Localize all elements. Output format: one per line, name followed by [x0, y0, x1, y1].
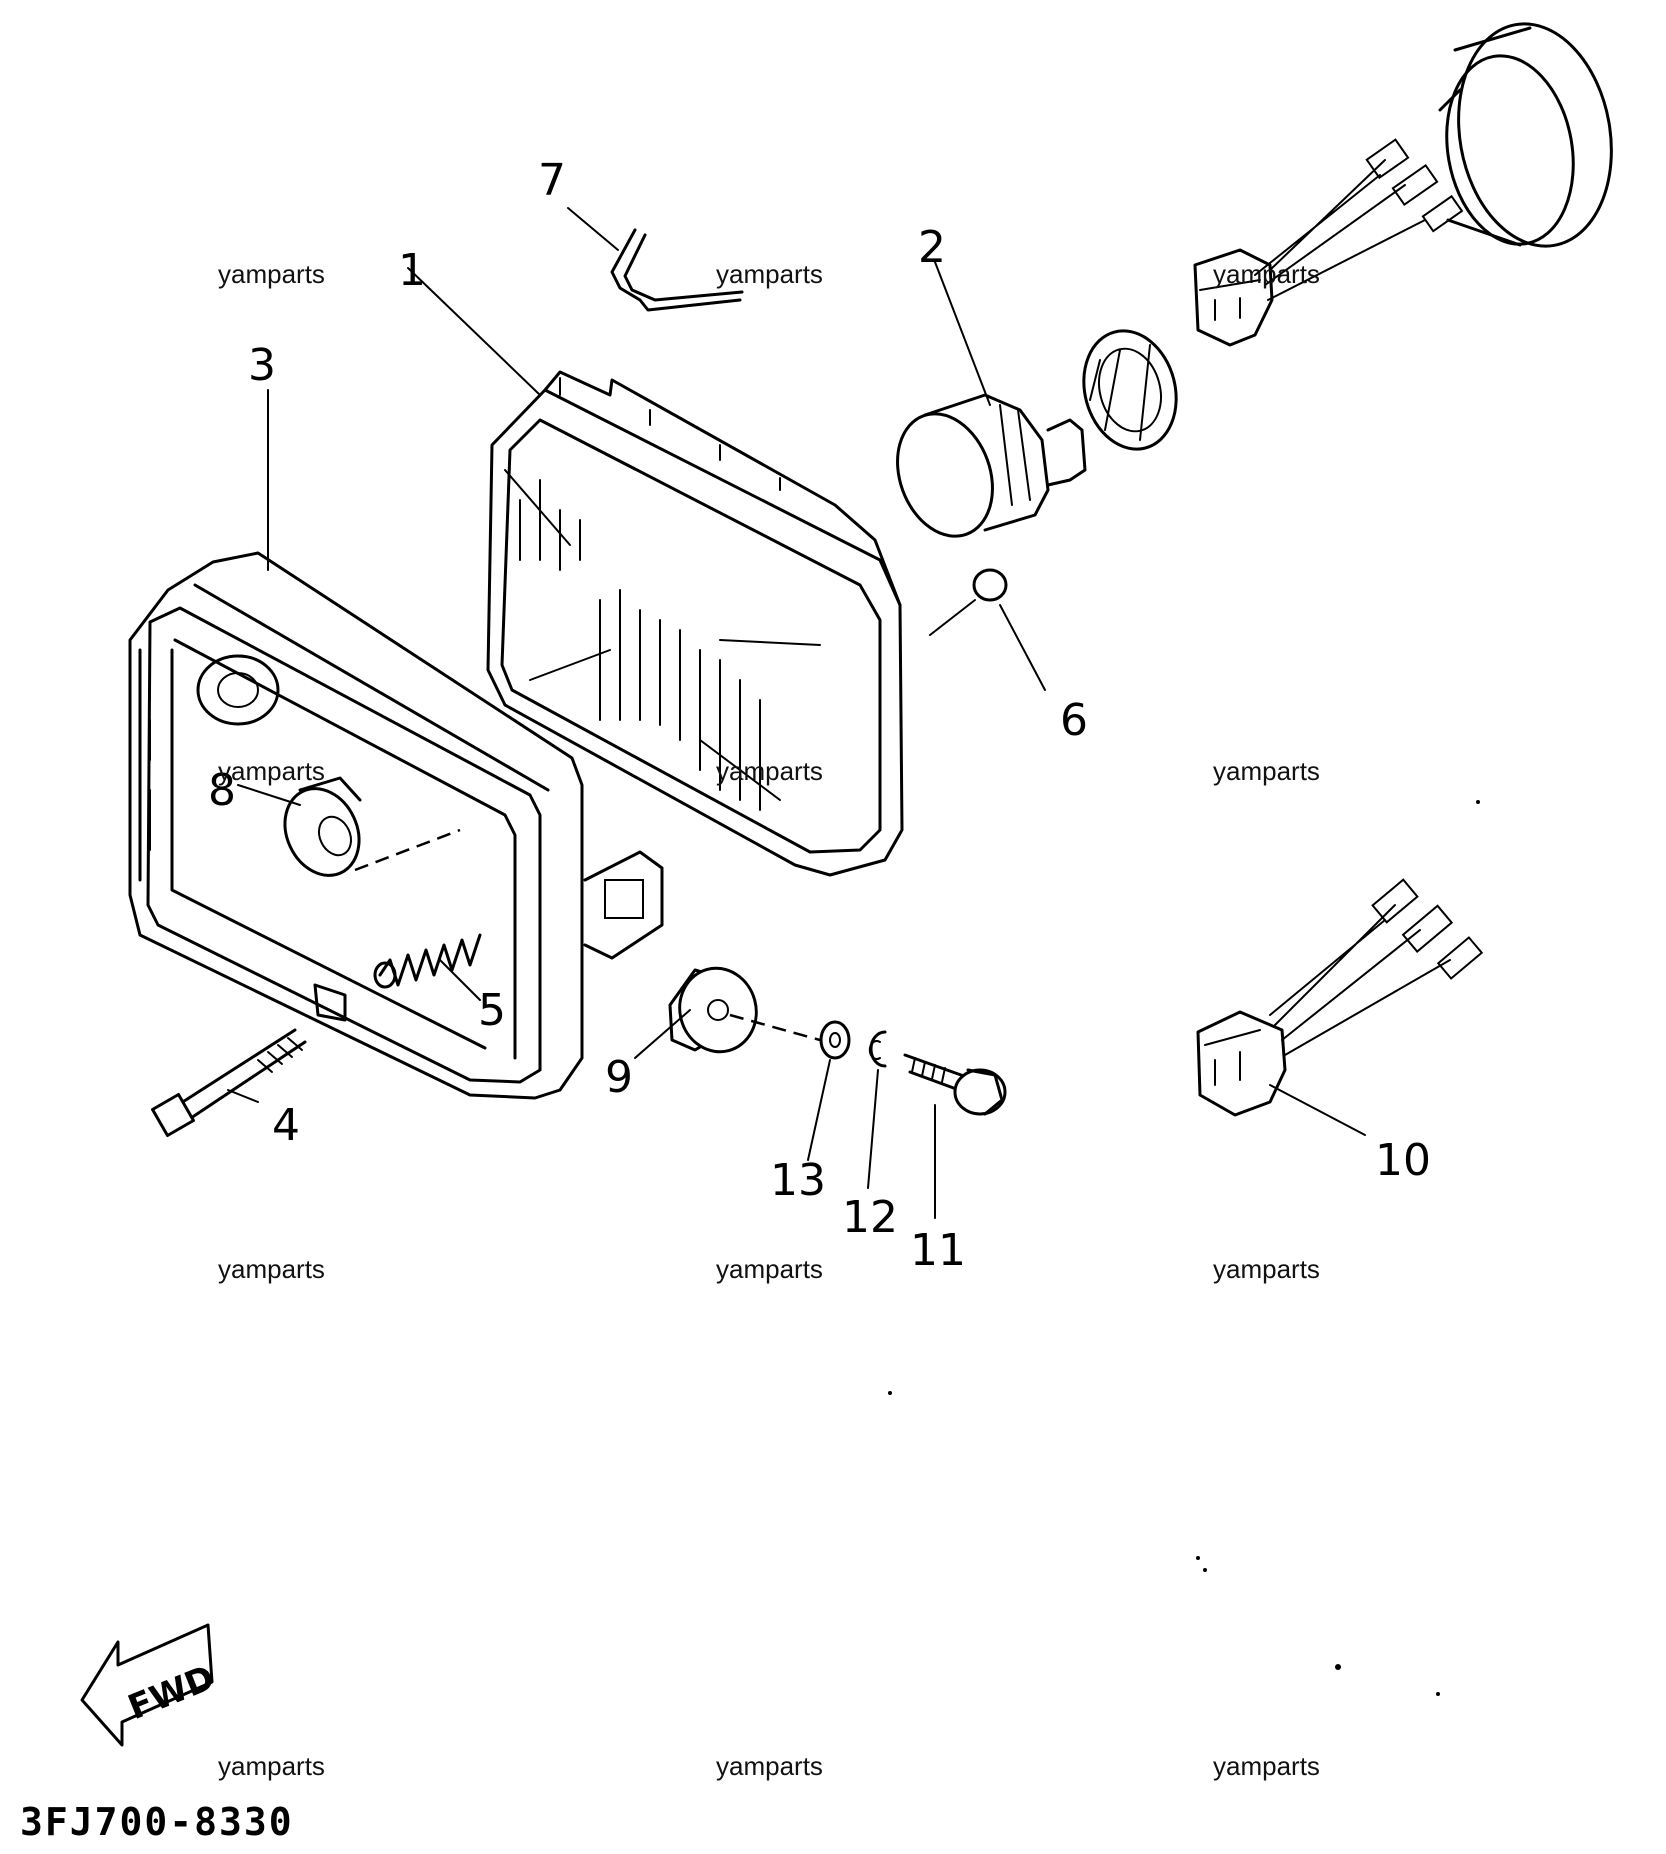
watermark: yamparts — [716, 756, 823, 786]
callout-10: 10 — [1375, 1135, 1431, 1186]
watermark: yamparts — [1213, 1254, 1320, 1284]
callout-11: 11 — [910, 1225, 966, 1276]
watermark: yamparts — [218, 1751, 325, 1781]
watermark: yamparts — [716, 259, 823, 289]
bulb — [896, 329, 1178, 538]
callout-7: 7 — [538, 155, 566, 206]
callout-9: 9 — [605, 1052, 633, 1103]
part-code: 3FJ700-8330 — [20, 1800, 294, 1844]
watermark: yamparts — [716, 1751, 823, 1781]
callout-3: 3 — [248, 340, 276, 391]
clip — [610, 228, 744, 312]
grommet — [283, 776, 461, 877]
watermark: yamparts — [1213, 756, 1320, 786]
watermarks: yamparts yamparts yamparts yamparts yamp… — [218, 259, 1320, 1781]
callout-1: 1 — [398, 245, 426, 296]
headlight-unit — [486, 370, 904, 877]
callouts: 1 2 3 4 5 6 7 8 9 10 11 12 13 — [208, 155, 1431, 1276]
watermark: yamparts — [218, 756, 325, 786]
callout-2: 2 — [918, 222, 946, 273]
callout-8: 8 — [208, 765, 236, 816]
watermark: yamparts — [218, 1254, 325, 1284]
watermark: yamparts — [716, 1254, 823, 1284]
watermark: yamparts — [1213, 1751, 1320, 1781]
callout-4: 4 — [272, 1100, 300, 1151]
forward-arrow: FWD — [80, 1623, 220, 1747]
callout-5: 5 — [478, 985, 506, 1036]
washer — [819, 1020, 851, 1060]
watermark: yamparts — [218, 259, 325, 289]
callout-12: 12 — [842, 1192, 898, 1243]
nut — [929, 568, 1008, 636]
scan-specks — [888, 800, 1480, 1696]
bulb-cover — [1438, 22, 1613, 248]
damper — [668, 966, 821, 1054]
callout-6: 6 — [1060, 695, 1088, 746]
socket-connector — [1193, 138, 1464, 347]
watermark: yamparts — [1213, 259, 1320, 289]
leader-lines — [227, 207, 1366, 1219]
wire-harness — [1196, 878, 1484, 1117]
bolt-long — [151, 1028, 307, 1137]
callout-13: 13 — [770, 1155, 826, 1206]
spring — [373, 933, 482, 989]
bolt-short — [903, 1053, 1007, 1116]
lock-washer — [868, 1030, 887, 1068]
